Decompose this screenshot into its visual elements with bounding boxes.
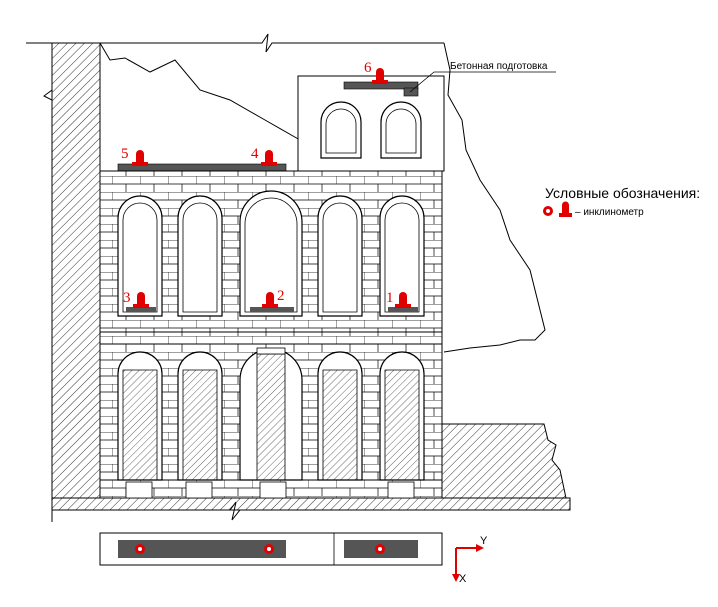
concrete-prep-label: Бетонная подготовка — [450, 61, 548, 72]
window-upper-5 — [379, 195, 425, 317]
sensor-2-label: 2 — [277, 288, 285, 304]
plan-view — [99, 532, 443, 566]
upper-structure — [297, 75, 445, 172]
legend: Условные обозначения: – инклинометр — [543, 185, 700, 218]
sensor-3: 3 — [123, 290, 149, 308]
sensor-3-label: 3 — [123, 290, 131, 306]
inclinometer-top-icon — [543, 206, 553, 216]
legend-item-label: – инклинометр — [575, 207, 644, 218]
lower-arches — [117, 347, 425, 499]
axis-y-label: Y — [480, 535, 488, 547]
window-upper-4 — [317, 195, 363, 317]
foundation-strip — [51, 497, 571, 521]
rock-outline — [99, 42, 546, 353]
right-ground — [441, 423, 567, 499]
sensor-5: 5 — [121, 146, 148, 166]
sill-slabs — [126, 307, 418, 312]
sensor-4: 4 — [251, 146, 277, 166]
legend-title: Условные обозначения: — [545, 185, 700, 201]
inclinometer-side-icon — [559, 201, 572, 217]
sensor-2: 2 — [262, 288, 285, 308]
plan-sensor-6 — [375, 544, 385, 554]
left-wall — [43, 42, 101, 522]
arch-lower-3 — [239, 347, 303, 481]
window-upper-3 — [239, 190, 303, 317]
sensor-6-label: 6 — [364, 60, 372, 76]
arch-lower-4 — [317, 351, 363, 481]
window-upper-2 — [177, 195, 223, 317]
sensor-1: 1 — [386, 290, 411, 308]
xy-axes-icon: Y X — [452, 535, 488, 585]
arch-lower-2 — [177, 351, 223, 481]
plan-sensor-5 — [135, 544, 145, 554]
upper-windows — [117, 190, 425, 317]
sensor-4-label: 4 — [251, 146, 259, 162]
top-break-line — [26, 33, 444, 53]
plan-sensor-4 — [264, 544, 274, 554]
arch-lower-1 — [117, 351, 163, 481]
sensor-1-label: 1 — [386, 290, 394, 306]
sensor-5-label: 5 — [121, 146, 129, 162]
arch-lower-5 — [379, 351, 425, 481]
axis-x-label: X — [459, 573, 467, 585]
window-upper-1 — [117, 195, 163, 317]
sensor-6: 6 — [364, 60, 388, 84]
